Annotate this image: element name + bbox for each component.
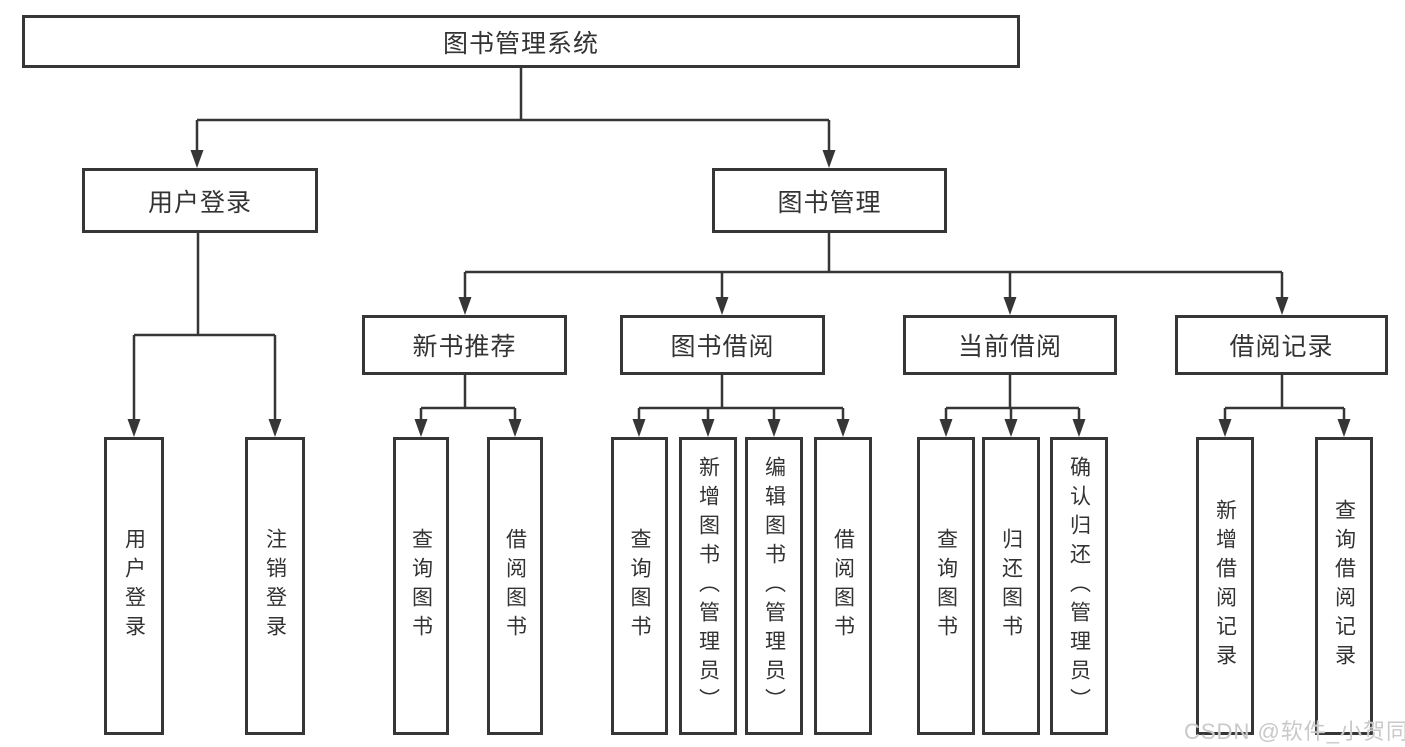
leaf-label: 用户登录 bbox=[122, 528, 146, 644]
leaf-label: 注销登录 bbox=[263, 528, 287, 644]
leaf-edit-books-admin: 编辑图书（管理员） bbox=[745, 437, 803, 735]
arrow-down-icon bbox=[822, 150, 836, 168]
arrow-down-icon bbox=[836, 419, 850, 437]
node-book-borrow-label: 图书借阅 bbox=[670, 333, 775, 361]
csdn-watermark: CSDN @软件_小贺同学 bbox=[1184, 719, 1405, 744]
leaf-label: 借阅图书 bbox=[503, 528, 527, 644]
node-new-book-recommend: 新书推荐 bbox=[362, 315, 567, 375]
leaf-return-books: 归还图书 bbox=[982, 437, 1040, 735]
arrow-down-icon bbox=[268, 419, 282, 437]
leaf-borrow-books: 借阅图书 bbox=[814, 437, 872, 735]
leaf-label: 编辑图书（管理员） bbox=[762, 455, 786, 717]
leaf-label: 查询借阅记录 bbox=[1332, 499, 1356, 673]
arrow-down-icon bbox=[1275, 297, 1289, 315]
arrow-down-icon bbox=[414, 419, 428, 437]
leaf-label: 查询图书 bbox=[628, 528, 651, 644]
arrow-down-icon bbox=[632, 419, 646, 437]
node-borrow-records-label: 借阅记录 bbox=[1229, 333, 1334, 361]
arrow-down-icon bbox=[458, 297, 472, 315]
leaf-add-books-admin: 新增图书（管理员） bbox=[679, 437, 737, 735]
root-node-label: 图书管理系统 bbox=[442, 29, 599, 58]
connector-current-borrow-children bbox=[939, 375, 1086, 437]
connector-new-book-recommend-children bbox=[414, 375, 522, 437]
arrow-down-icon bbox=[1072, 419, 1086, 437]
arrow-down-icon bbox=[1003, 297, 1017, 315]
leaf-add-borrow-record: 新增借阅记录 bbox=[1196, 437, 1254, 735]
arrow-down-icon bbox=[1218, 419, 1232, 437]
arrow-down-icon bbox=[939, 419, 953, 437]
arrow-down-icon bbox=[1004, 419, 1018, 437]
leaf-label: 查询图书 bbox=[409, 528, 433, 644]
node-borrow-records: 借阅记录 bbox=[1175, 315, 1388, 375]
leaf-label: 查询图书 bbox=[934, 528, 958, 644]
leaf-borrow-books-recommend: 借阅图书 bbox=[487, 437, 543, 735]
node-book-borrow: 图书借阅 bbox=[620, 315, 825, 375]
leaf-label: 归还图书 bbox=[999, 528, 1023, 644]
connector-user-login-children bbox=[127, 233, 282, 437]
leaf-logout: 注销登录 bbox=[245, 437, 305, 735]
leaf-label: 新增借阅记录 bbox=[1213, 499, 1237, 673]
node-book-management-label: 图书管理 bbox=[777, 188, 882, 217]
leaf-label: 确认归还（管理员） bbox=[1067, 455, 1091, 717]
node-user-login: 用户登录 bbox=[82, 168, 318, 233]
leaf-confirm-return-admin: 确认归还（管理员） bbox=[1050, 437, 1108, 735]
node-new-book-recommend-label: 新书推荐 bbox=[412, 333, 517, 361]
arrow-down-icon bbox=[508, 419, 522, 437]
leaf-user-login: 用户登录 bbox=[104, 437, 164, 735]
node-current-borrow-label: 当前借阅 bbox=[957, 333, 1062, 361]
node-current-borrow: 当前借阅 bbox=[903, 315, 1117, 375]
arrow-down-icon bbox=[190, 150, 204, 168]
connector-book-management-children bbox=[458, 233, 1289, 315]
arrow-down-icon bbox=[127, 419, 141, 437]
arrow-down-icon bbox=[1337, 419, 1351, 437]
leaf-query-books-borrow: 查询图书 bbox=[611, 437, 668, 735]
leaf-query-books-recommend: 查询图书 bbox=[393, 437, 449, 735]
leaf-query-borrow-record: 查询借阅记录 bbox=[1315, 437, 1373, 735]
node-book-management: 图书管理 bbox=[712, 168, 947, 233]
connector-book-borrow-children bbox=[632, 375, 850, 437]
leaf-label: 借阅图书 bbox=[831, 528, 855, 644]
node-user-login-label: 用户登录 bbox=[147, 188, 252, 217]
arrow-down-icon bbox=[715, 297, 729, 315]
leaf-label: 新增图书（管理员） bbox=[696, 455, 720, 717]
connector-root-to-level2 bbox=[190, 68, 836, 168]
arrow-down-icon bbox=[767, 419, 781, 437]
leaf-query-books-current: 查询图书 bbox=[917, 437, 975, 735]
arrow-down-icon bbox=[701, 419, 715, 437]
root-node-system: 图书管理系统 bbox=[22, 15, 1020, 68]
connector-borrow-records-children bbox=[1218, 375, 1351, 437]
